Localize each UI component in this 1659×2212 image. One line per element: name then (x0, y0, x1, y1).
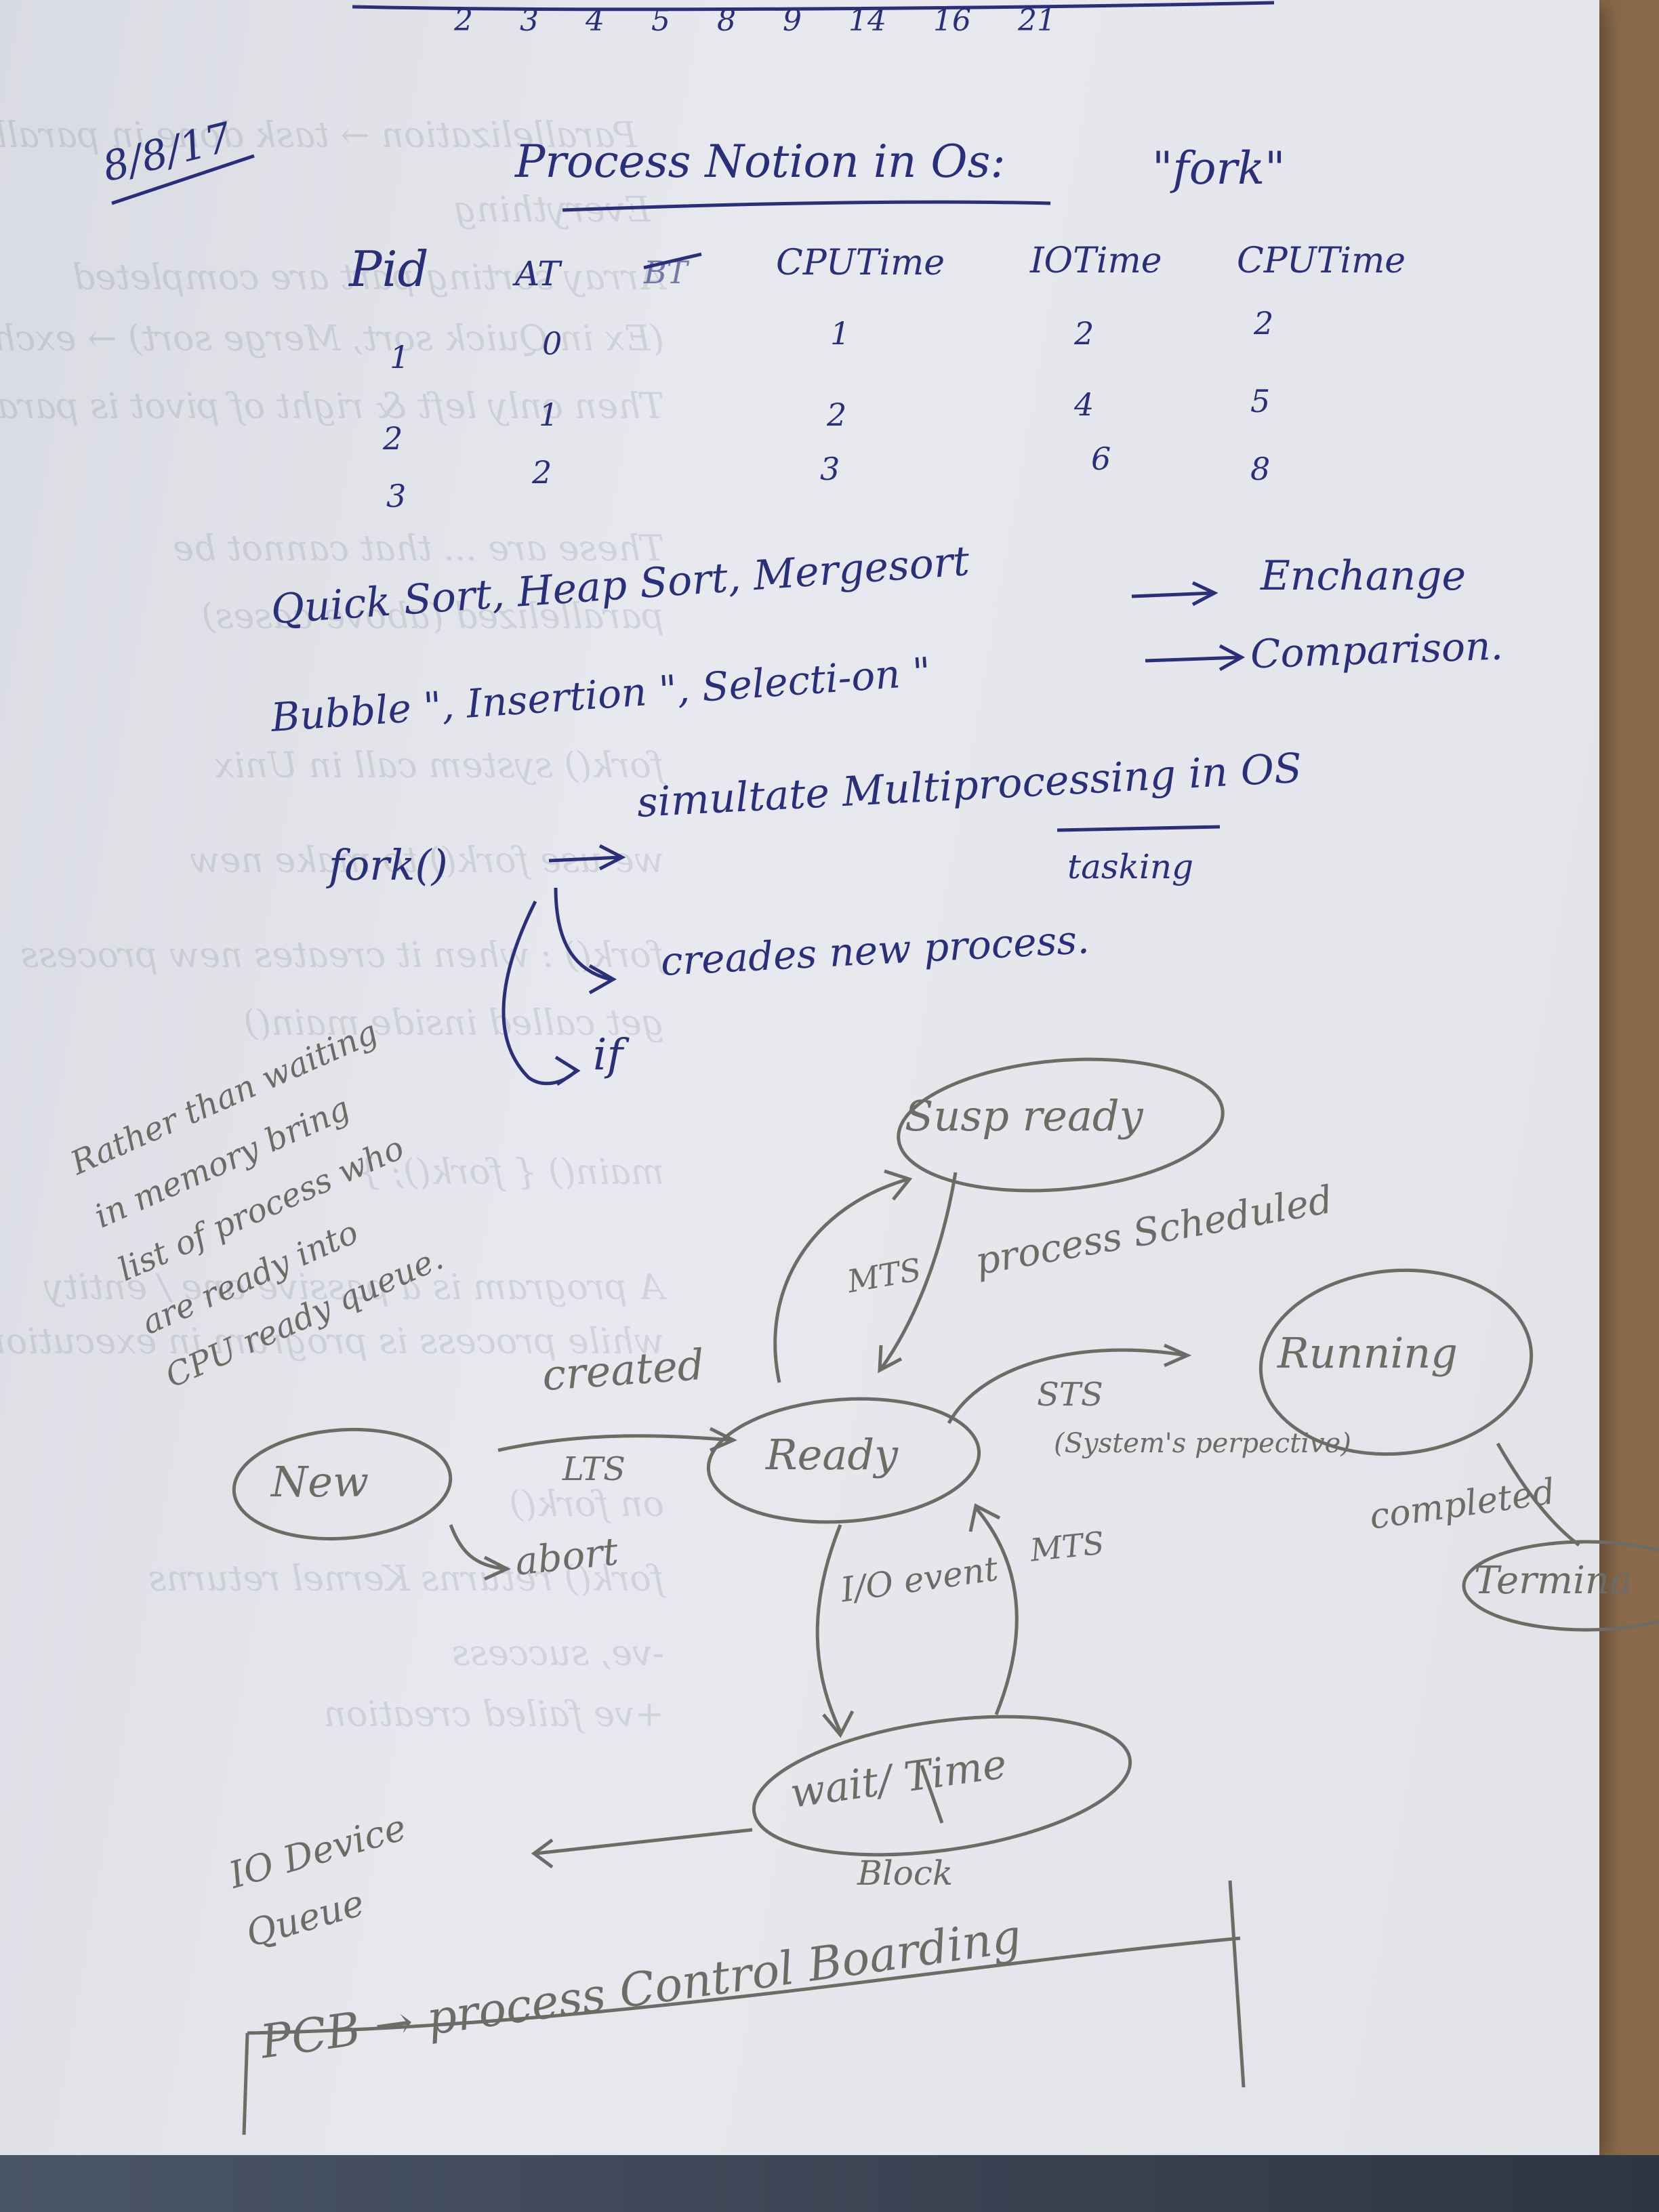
page-title: Process Notion in Os: (515, 136, 1006, 188)
mts-down-arrow (878, 1172, 958, 1374)
if-arrow (501, 900, 581, 1086)
table-cell: 2 (1254, 305, 1274, 342)
io-event-arrow (815, 1524, 855, 1738)
timeline-number: 16 (933, 3, 971, 38)
table-cell: 8 (1250, 451, 1271, 487)
state-new-ellipse (232, 1427, 453, 1541)
table-cell: 4 (1074, 386, 1094, 423)
state-running-ellipse (1258, 1268, 1534, 1456)
state-ready: Ready (766, 1430, 899, 1479)
title-underline (562, 200, 1051, 212)
timeline-line (352, 1, 1275, 12)
fork-call: fork() (329, 840, 448, 890)
sts-note-label: (System's perpective) (1054, 1428, 1351, 1459)
table-cell: 3 (386, 478, 407, 514)
table-cell: 2 (827, 396, 847, 433)
notebook-page (0, 0, 1599, 2155)
lts-arrow (497, 1427, 737, 1452)
state-running: Running (1277, 1328, 1458, 1378)
timeline-number: 9 (783, 3, 802, 38)
table-cell: 0 (542, 325, 562, 362)
timeline-number: 21 (1018, 3, 1056, 38)
table-cell: 2 (1074, 315, 1094, 352)
timeline-number: 8 (717, 3, 736, 38)
state-susp-ready-ellipse (897, 1057, 1225, 1193)
table-header: BT (644, 254, 688, 291)
state-new: New (271, 1457, 369, 1507)
fork-arrow (548, 844, 626, 871)
abort-arrow (449, 1524, 511, 1581)
lts-label: LTS (562, 1450, 626, 1488)
desk-background (0, 2155, 1659, 2212)
sts-arrow (947, 1343, 1192, 1425)
timeline-number: 14 (848, 3, 886, 38)
table-cell: 1 (830, 315, 851, 352)
completed-line (1496, 1442, 1580, 1547)
table-cell: 2 (532, 454, 552, 491)
wait-divider (920, 1765, 944, 1824)
mts-up-arrow (773, 1169, 913, 1383)
state-wait-ellipse (752, 1715, 1132, 1857)
state-terminated-ellipse (1462, 1540, 1659, 1632)
date-underline (111, 154, 255, 205)
mts-return-arrow (968, 1503, 1019, 1715)
title-quote: "fork" (1152, 142, 1286, 194)
table-header: CPUTime (1237, 241, 1406, 281)
comparison-arrow (1145, 644, 1246, 672)
sorting-exchange-label: Enchange (1261, 552, 1467, 600)
creates-arrow (554, 887, 617, 995)
state-terminated: Termina (1474, 1559, 1633, 1603)
table-header: AT (515, 254, 560, 293)
timeline-number: 2 (454, 3, 473, 38)
timeline-number: 3 (520, 3, 539, 38)
mts-bottom-label: MTS (1028, 1524, 1106, 1569)
exchange-arrow (1131, 581, 1218, 607)
timeline-number: 5 (651, 3, 670, 38)
timeline-numbers: 2 3 4 5 8 9 14 16 21 (454, 3, 1056, 38)
block-label: Block (857, 1853, 954, 1893)
sorting-comparison-label: Comparison. (1249, 622, 1504, 678)
table-cell: 5 (1250, 383, 1271, 419)
processing-underline (1057, 825, 1221, 832)
device-queue-arrow (531, 1828, 753, 1869)
sts-label: STS (1037, 1376, 1103, 1414)
table-cell: 3 (820, 451, 840, 487)
table-header: IOTime (1030, 241, 1162, 281)
state-susp-ready: Susp ready (905, 1091, 1143, 1141)
bt-strike (643, 252, 702, 270)
pcb-box (242, 1880, 1246, 2135)
table-cell: 1 (390, 339, 410, 375)
table-cell: 2 (383, 420, 403, 457)
table-header: CPUTime (776, 243, 945, 283)
state-ready-ellipse (706, 1397, 981, 1524)
fork-if-text: if (593, 1030, 623, 1080)
table-cell: 6 (1091, 441, 1111, 477)
table-cell: 1 (539, 396, 559, 433)
timeline-number: 4 (586, 3, 605, 38)
table-header: Pid (349, 241, 429, 298)
fork-tasking-text: tasking (1067, 847, 1194, 886)
